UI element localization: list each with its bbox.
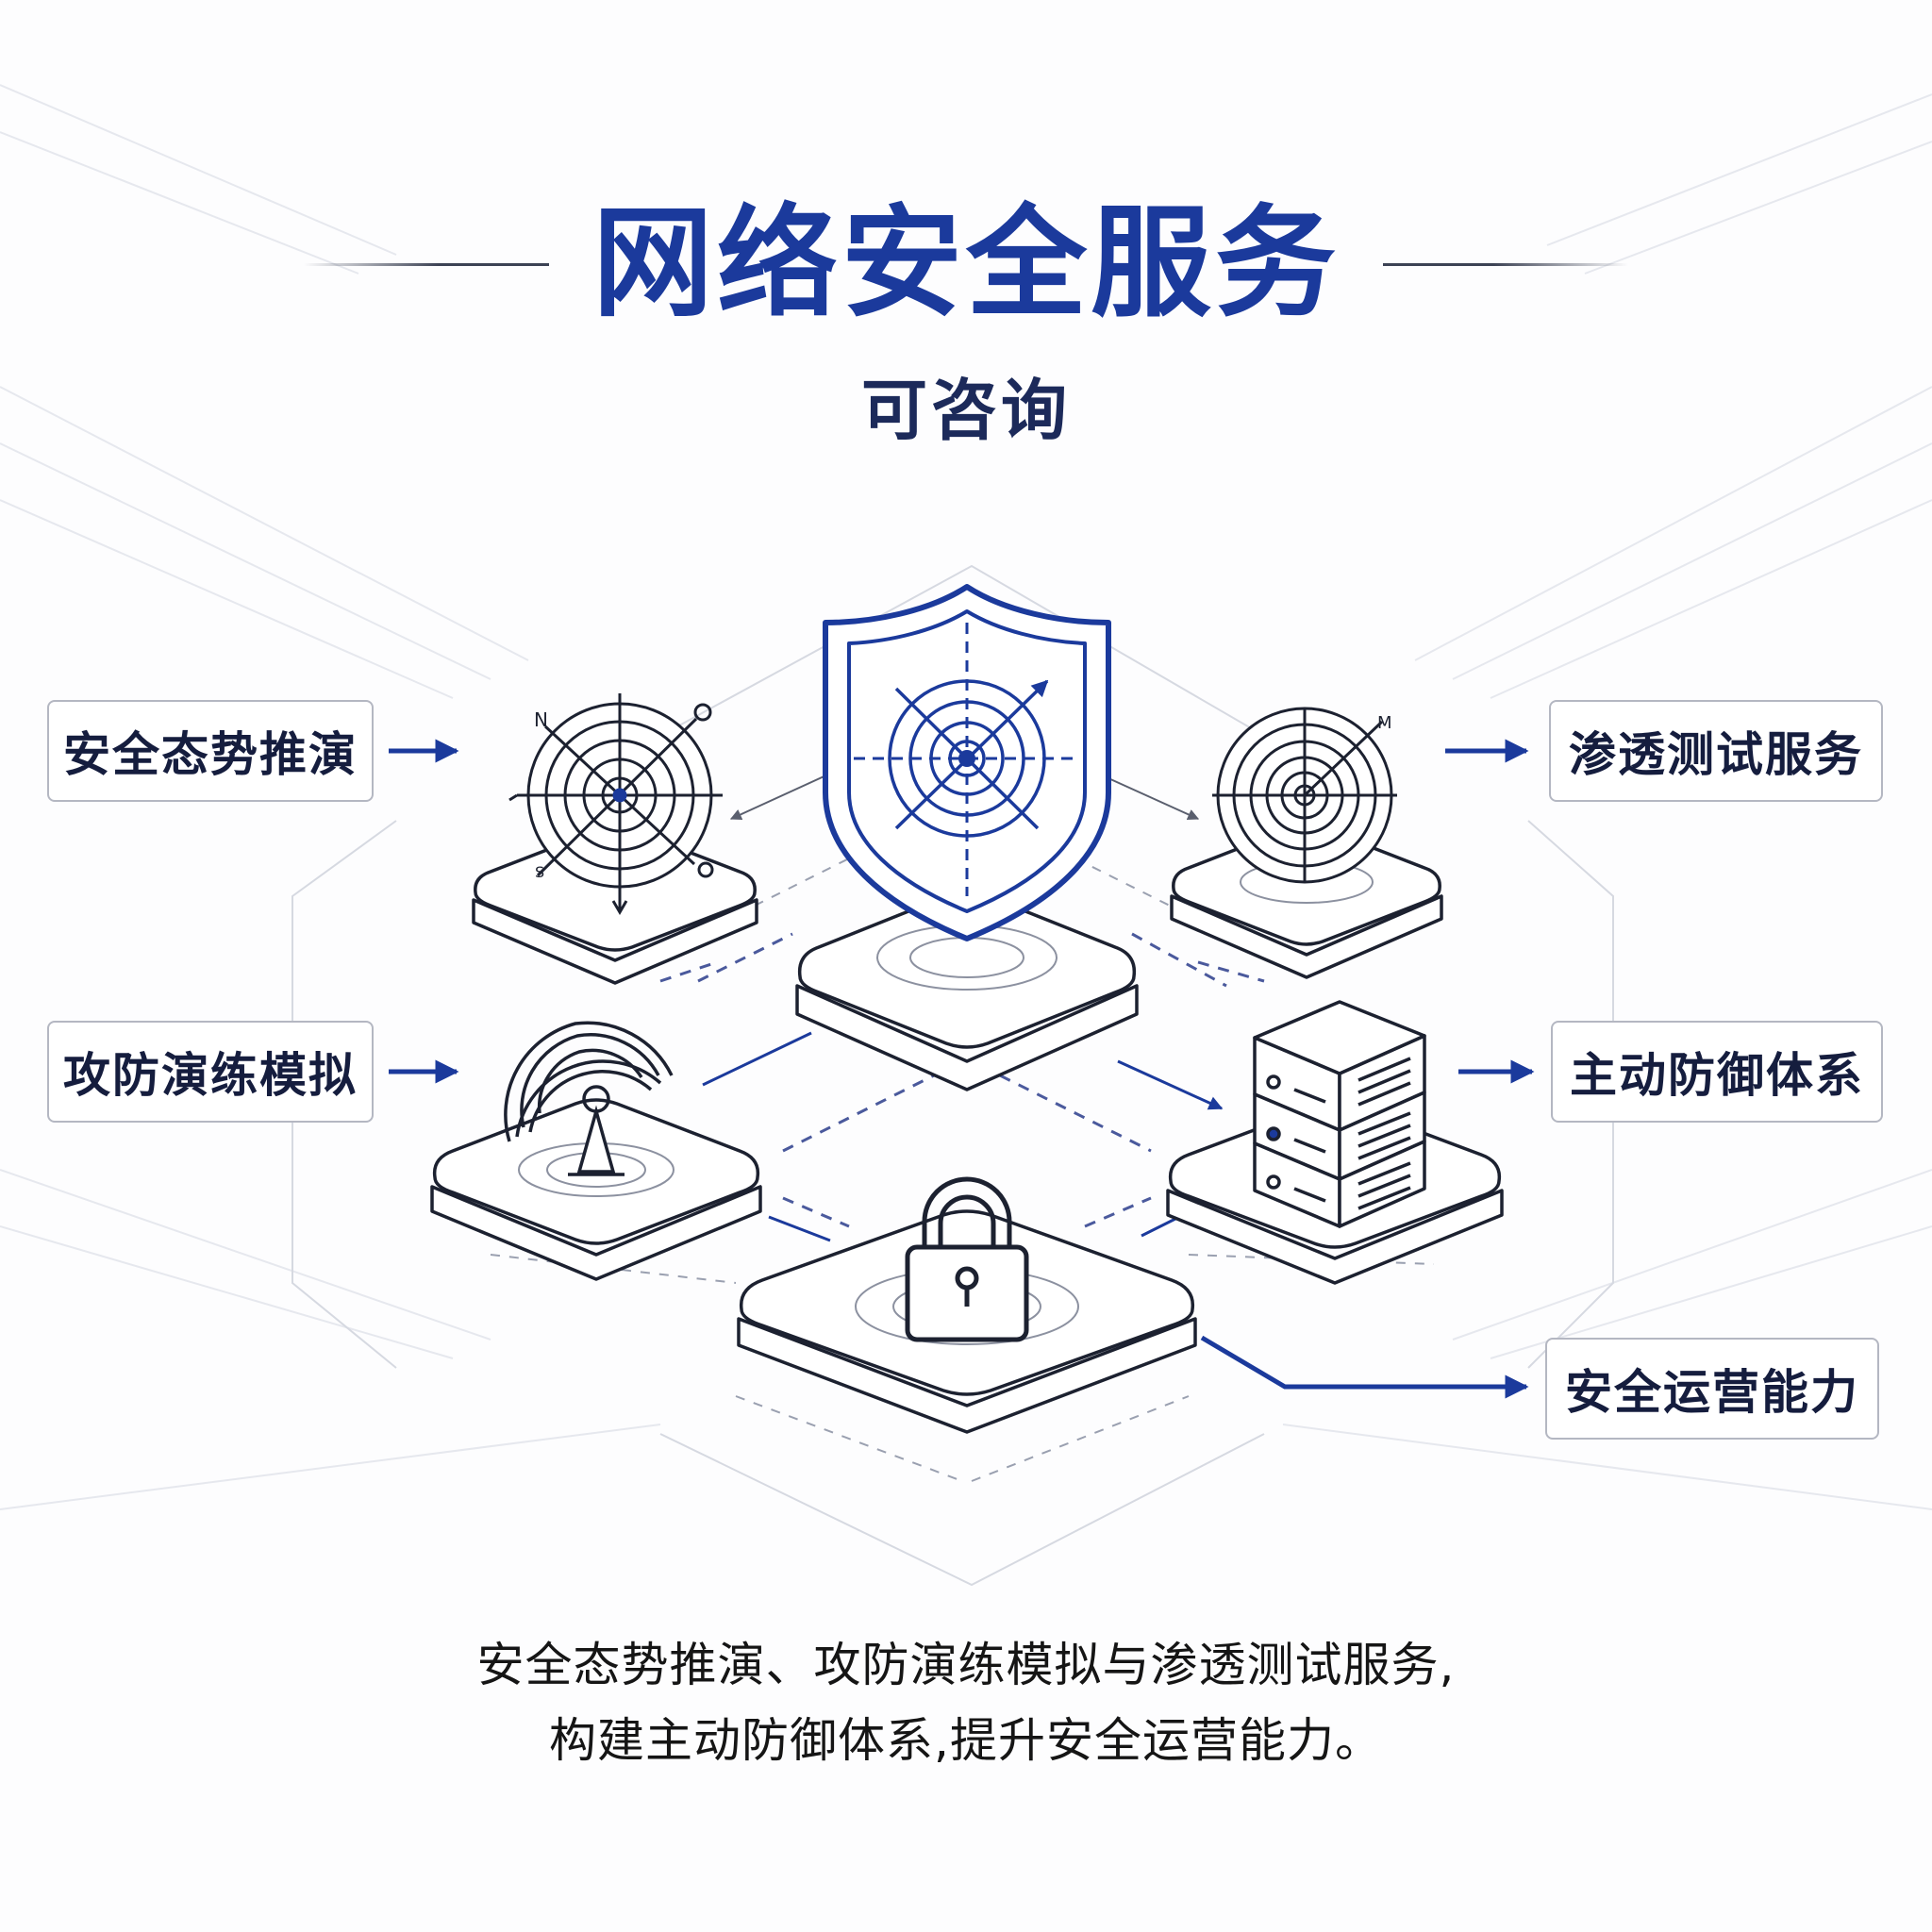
- dashed-connections-light: [490, 858, 1435, 1482]
- label-arrows: [389, 739, 1535, 1399]
- label-attack-defense-drill: 攻防演练模拟: [47, 1021, 374, 1123]
- padlock-icon: [905, 1176, 1029, 1342]
- platform-shield: [795, 891, 1139, 1091]
- shield-to-targets: [729, 773, 1200, 821]
- title-rule-left: [303, 262, 549, 266]
- server-unit: [1253, 1034, 1426, 1132]
- description-line-1: 安全态势推演、攻防演练模拟与渗透测试服务,: [476, 1638, 1456, 1692]
- label-situation-deduction: 安全态势推演: [47, 700, 374, 802]
- shield-target-icon: [823, 584, 1111, 941]
- server-unit: [1253, 1140, 1426, 1228]
- subtitle: 可咨询: [861, 372, 1071, 449]
- server-stack-icon: [1253, 1000, 1426, 1228]
- label-active-defense: 主动防御体系: [1551, 1021, 1883, 1123]
- page-title: 网络安全服务: [0, 189, 1932, 340]
- compass-south-letter: S: [535, 863, 544, 881]
- signal-tower-icon: [504, 1021, 674, 1176]
- label-security-operations: 安全运营能力: [1545, 1338, 1879, 1440]
- dashed-connections: [659, 932, 1265, 1228]
- compass-north-letter: N: [534, 708, 548, 731]
- title-rule-right: [1383, 262, 1628, 266]
- title-text: 网络安全服务: [591, 193, 1340, 334]
- compass-target-icon: [508, 693, 723, 915]
- compass-east-letter: M: [1377, 713, 1392, 733]
- label-penetration-testing: 渗透测试服务: [1549, 700, 1883, 802]
- radar-target-icon: [1212, 707, 1397, 884]
- description-line-2: 构建主动防御体系,提升安全运营能力。: [549, 1713, 1383, 1768]
